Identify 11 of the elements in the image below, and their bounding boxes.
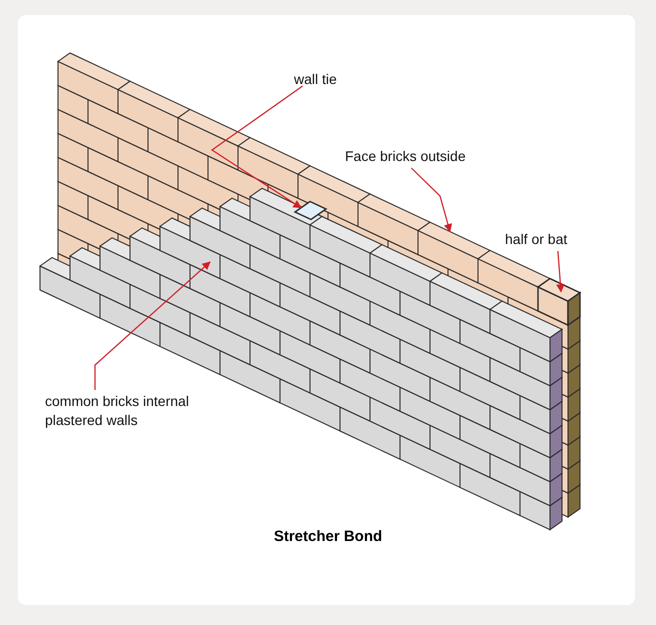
caption: Stretcher Bond [272,528,384,545]
leader-line [556,250,565,293]
half-brick [536,278,582,326]
callout-label: common bricks internal plastered walls [45,392,245,430]
wall-tie [294,200,328,220]
leader-line [410,168,452,232]
callout-label: Face bricks outside [345,147,466,166]
leader-line [94,261,211,390]
callout-label: wall tie [294,70,337,89]
leader-line [210,86,303,208]
callout-label: half or bat [505,230,568,249]
